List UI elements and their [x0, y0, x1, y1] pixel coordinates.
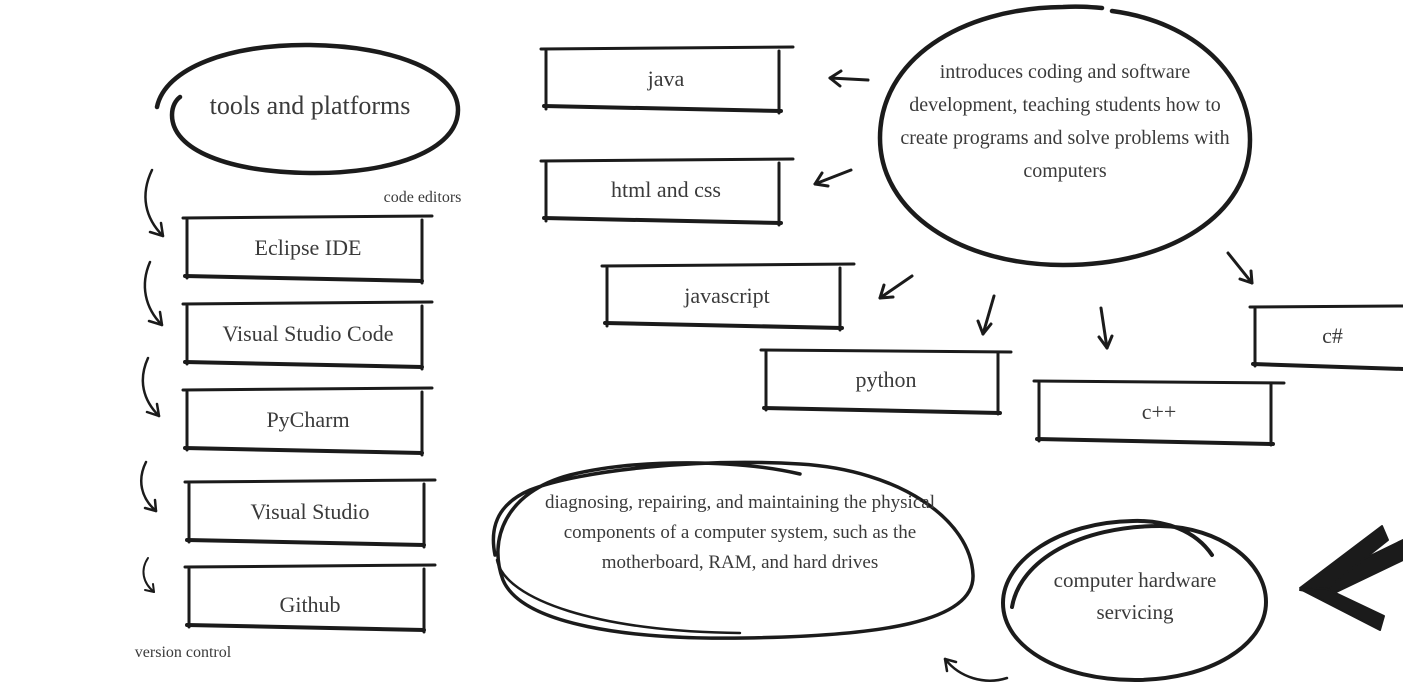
tool-box-3 — [181, 386, 434, 457]
tool-box-4 — [183, 478, 437, 549]
code-editors-label: code editors — [383, 189, 462, 206]
lang-box-3 — [600, 262, 856, 332]
programming-ellipse — [877, 4, 1253, 268]
big-arrow-icon — [1299, 525, 1403, 631]
arrow-icon — [1097, 306, 1114, 350]
programming-description: introduces coding and software developme… — [900, 61, 1230, 182]
tool-box-1 — [181, 214, 434, 285]
version-control-label: version control — [134, 644, 232, 661]
tool-label-5: Github — [279, 592, 341, 617]
arrow-icon — [878, 274, 914, 300]
arrow-icon — [828, 69, 870, 88]
tool-label-4: Visual Studio — [250, 499, 370, 524]
lang-label-1: java — [647, 66, 685, 91]
lang-box-6 — [1248, 304, 1403, 371]
lang-box-2 — [539, 157, 795, 227]
lang-label-2: html and css — [611, 177, 721, 202]
hardware-description: diagnosing, repairing, and maintaining t… — [545, 492, 935, 573]
hardware-description-ellipse — [491, 460, 975, 640]
lang-label-6: c# — [1322, 323, 1343, 348]
tool-box-5 — [183, 563, 437, 634]
curved-arrow-icon — [141, 356, 161, 418]
hardware-title-ellipse — [1001, 518, 1268, 682]
arrow-icon — [1226, 251, 1254, 285]
lang-label-4: python — [855, 367, 917, 392]
tools-title: tools and platforms — [209, 91, 411, 120]
arrow-icon — [976, 294, 996, 336]
tool-label-1: Eclipse IDE — [254, 235, 362, 260]
curved-arrow-icon — [140, 460, 158, 513]
hardware-title: computer hardware servicing — [1053, 568, 1217, 624]
lang-box-5 — [1032, 379, 1286, 447]
curved-arrow-icon — [142, 557, 155, 593]
lang-label-5: c++ — [1141, 399, 1177, 424]
tool-box-2 — [181, 300, 434, 371]
lang-box-4 — [759, 348, 1013, 416]
tools-title-ellipse — [154, 42, 461, 176]
lang-box-1 — [539, 45, 795, 115]
tool-label-2: Visual Studio Code — [222, 321, 394, 346]
curved-arrow-icon — [144, 168, 165, 238]
lang-label-3: javascript — [684, 283, 770, 308]
arrow-icon — [813, 168, 853, 188]
curved-arrow-icon — [143, 260, 164, 327]
tool-label-3: PyCharm — [266, 407, 350, 432]
curved-arrow-icon — [943, 657, 1009, 682]
